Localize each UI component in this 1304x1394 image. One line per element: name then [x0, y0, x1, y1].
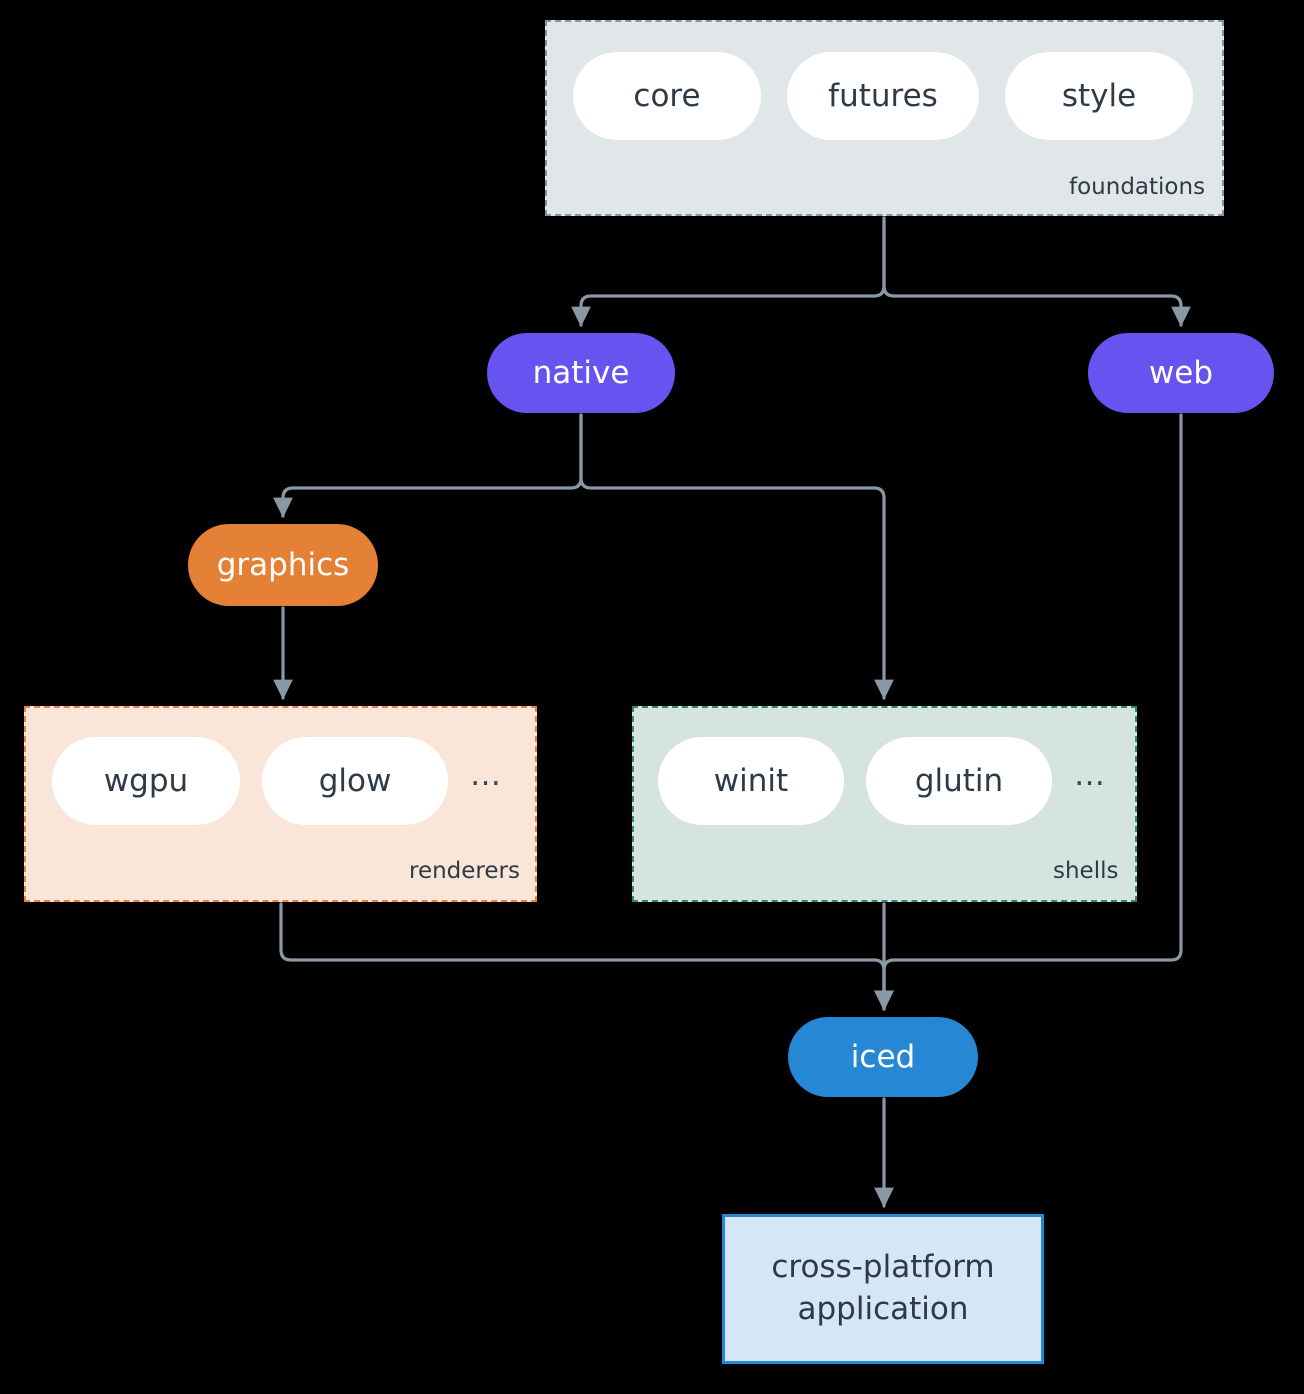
- pill-glow[interactable]: glow: [262, 737, 448, 825]
- group-label-shells: shells: [1053, 858, 1119, 884]
- edge-foundations-native: [571, 216, 886, 327]
- pill-core[interactable]: core: [573, 52, 761, 140]
- shells-more-ellipsis: …: [1074, 756, 1107, 793]
- group-label-renderers: renderers: [409, 858, 520, 884]
- group-renderers-items: wgpu glow …: [52, 737, 503, 825]
- edge-foundations-web: [882, 216, 1191, 327]
- pill-wgpu[interactable]: wgpu: [52, 737, 240, 825]
- node-native[interactable]: native: [487, 333, 675, 413]
- edge-renderers-iced: [279, 902, 894, 1011]
- group-foundations-items: core futures style: [573, 52, 1193, 140]
- pill-winit[interactable]: winit: [658, 737, 844, 825]
- edge-native-graphics: [273, 413, 583, 518]
- application-label-line2: application: [797, 1291, 969, 1327]
- edge-native-shells: [579, 413, 894, 700]
- pill-style[interactable]: style: [1005, 52, 1193, 140]
- node-cross-platform-application[interactable]: cross-platform application: [722, 1214, 1044, 1364]
- node-web[interactable]: web: [1088, 333, 1274, 413]
- application-label-line1: cross-platform: [771, 1249, 995, 1286]
- renderers-more-ellipsis: …: [470, 756, 503, 793]
- group-shells-items: winit glutin …: [658, 737, 1107, 825]
- node-graphics[interactable]: graphics: [188, 524, 378, 606]
- pill-futures[interactable]: futures: [787, 52, 979, 140]
- node-iced[interactable]: iced: [788, 1017, 978, 1097]
- pill-glutin[interactable]: glutin: [866, 737, 1052, 825]
- group-label-foundations: foundations: [1069, 174, 1206, 200]
